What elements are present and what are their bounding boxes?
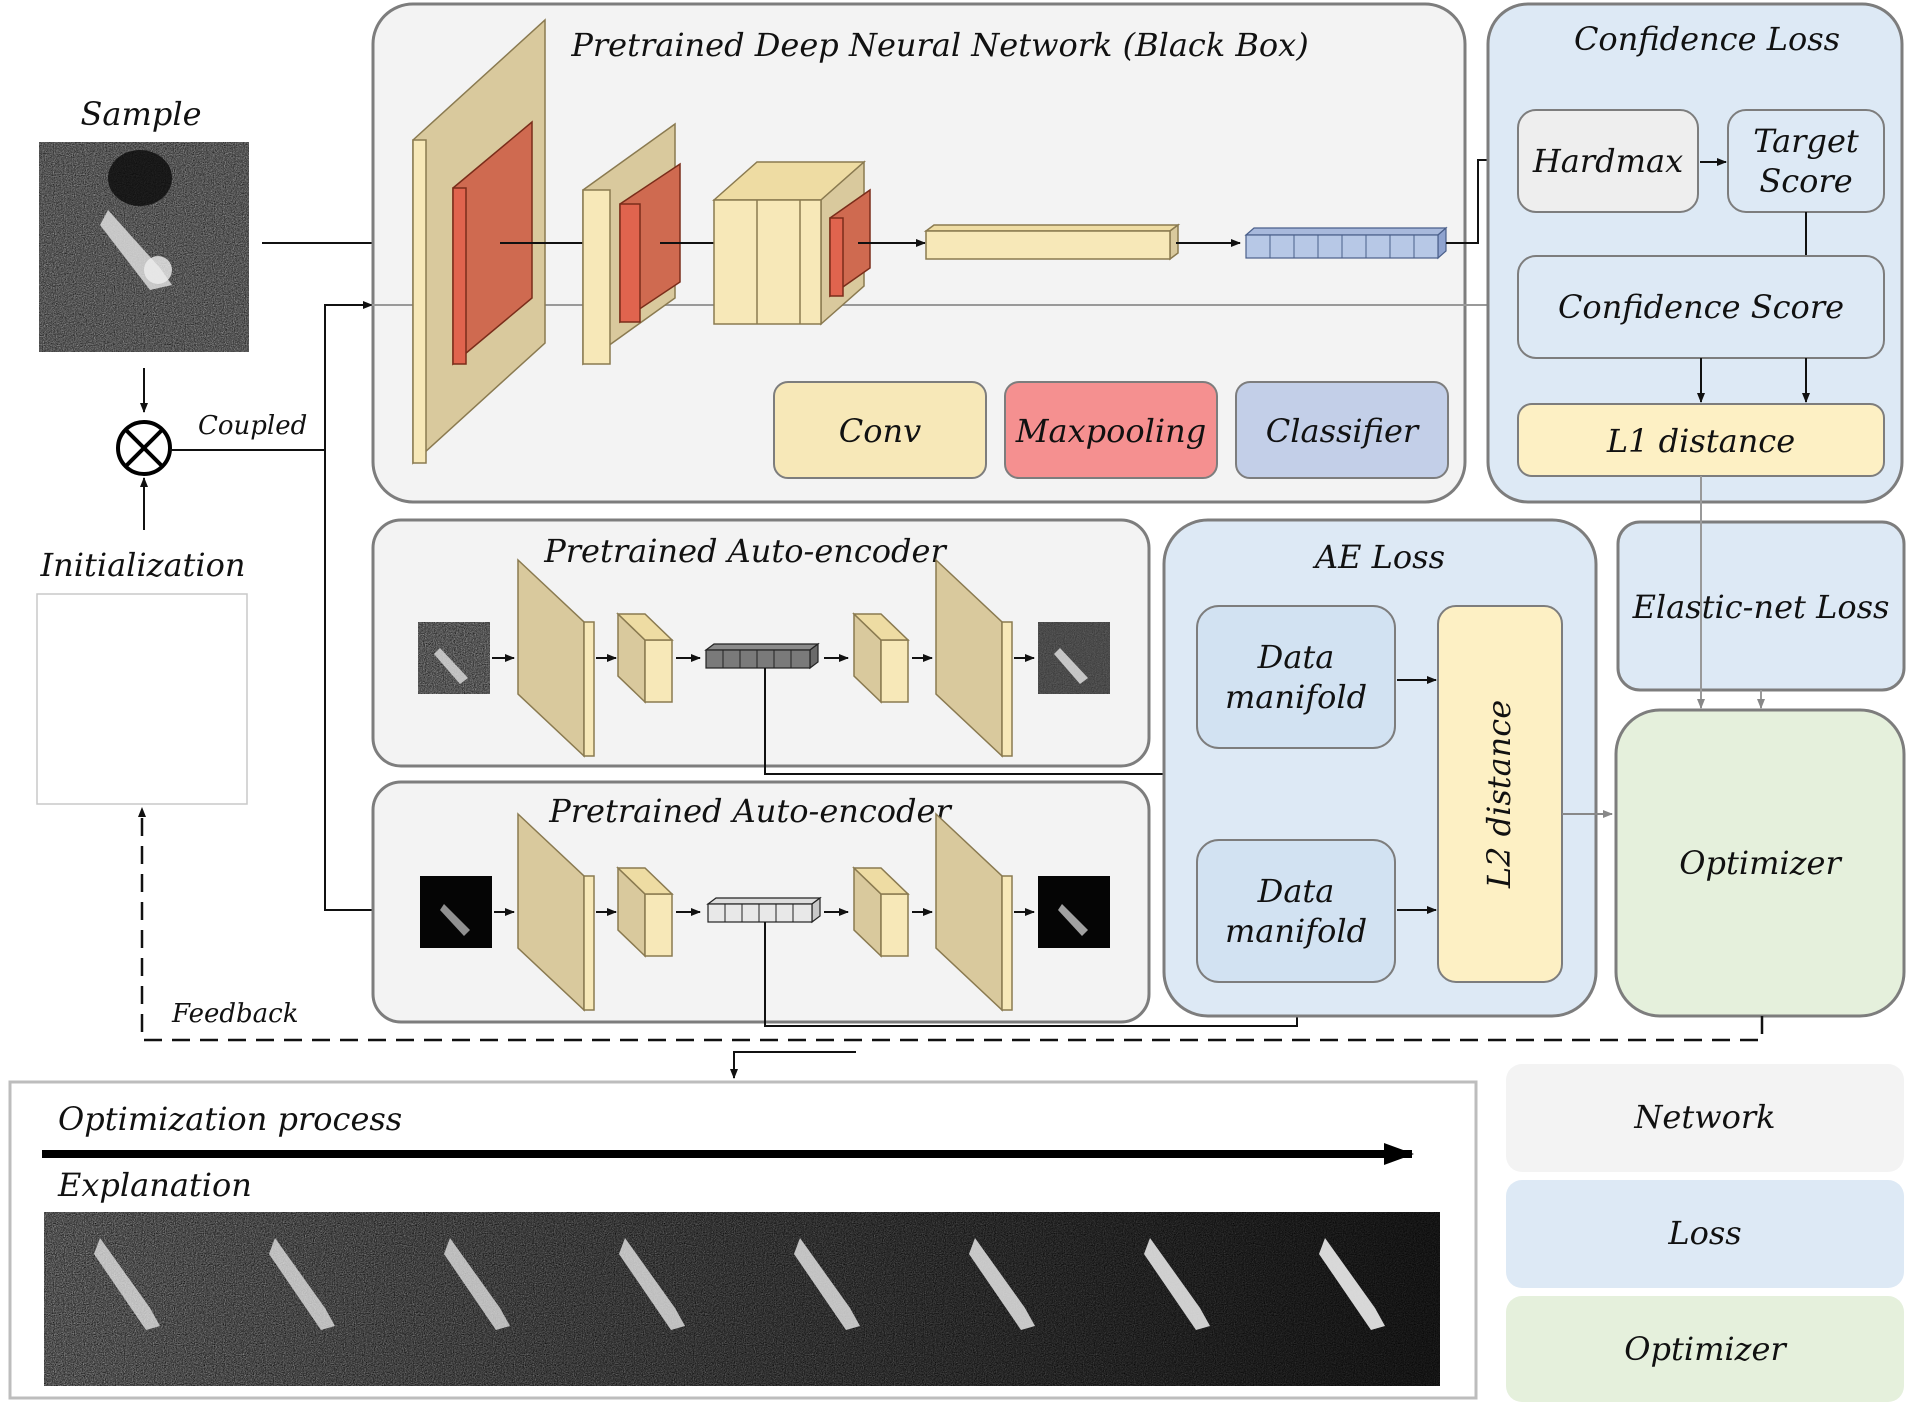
data-manifold-1-line1: Data [1257, 638, 1335, 676]
confidence-score-label: Confidence Score [1558, 288, 1844, 326]
target-score-line2: Score [1759, 162, 1852, 200]
ae2-latent-code [706, 896, 822, 924]
ae1-decoder-conv-1 [852, 612, 910, 704]
hardmax-box [1517, 109, 1699, 213]
data-manifold-box-1 [1196, 605, 1396, 749]
ae-loss-title: AE Loss [1312, 538, 1445, 576]
optimization-process-label: Optimization process [58, 1100, 402, 1138]
data-manifold-box-2 [1196, 839, 1396, 983]
feedback-label: Feedback [171, 999, 299, 1029]
ae2-decoder-conv-1 [852, 866, 910, 958]
data-manifold-2-line1: Data [1257, 872, 1335, 910]
initialization-image [36, 593, 248, 805]
classifier-layer [1244, 226, 1448, 260]
maxpool-layer-2 [619, 162, 681, 324]
legend-conv [773, 381, 987, 479]
ae1-input-image [418, 622, 490, 694]
legend-classifier-label: Classifier [1266, 412, 1420, 450]
autoencoder-1-title: Pretrained Auto-encoder [543, 532, 947, 570]
l2-distance-box [1437, 605, 1563, 983]
maxpool-layer-3 [829, 188, 871, 298]
coupled-label: Coupled [198, 411, 307, 441]
data-manifold-2-line2: manifold [1225, 912, 1367, 950]
hardmax-label: Hardmax [1532, 142, 1683, 180]
legend-loss-label: Loss [1667, 1214, 1741, 1252]
sample-image [39, 142, 249, 352]
l2-distance-label: L2 distance [1480, 700, 1518, 889]
autoencoder-2-title: Pretrained Auto-encoder [548, 792, 952, 830]
feedback-arrow [138, 807, 1764, 1042]
target-score-line1: Target [1753, 122, 1859, 160]
data-manifold-1-line2: manifold [1225, 678, 1367, 716]
legend-network-label: Network [1633, 1098, 1775, 1136]
legend-conv-label: Conv [839, 412, 921, 450]
ae1-encoder-conv-2 [616, 612, 674, 704]
legend-network [1506, 1064, 1904, 1172]
confidence-loss-title: Confidence Loss [1574, 20, 1840, 58]
process-entry-arrow [730, 1051, 856, 1079]
explanation-strip [44, 1212, 1440, 1386]
ae2-decoder-conv-2 [935, 812, 1013, 1012]
initialization-label: Initialization [39, 546, 245, 584]
optimizer-label: Optimizer [1679, 844, 1842, 882]
legend-classifier [1235, 381, 1449, 479]
ae1-decoder-conv-2 [935, 558, 1013, 758]
legend-optimizer [1506, 1296, 1904, 1402]
legend-optimizer-label: Optimizer [1624, 1330, 1787, 1368]
ae1-encoder-conv-1 [517, 558, 595, 758]
legend-maxpooling [1004, 381, 1218, 479]
ae2-encoder-conv-1 [517, 812, 595, 1012]
ae2-input-image [420, 876, 492, 948]
ae1-output-image [1038, 622, 1110, 694]
dnn-title: Pretrained Deep Neural Network (Black Bo… [570, 26, 1308, 64]
coupled-to-dnn-arrow [170, 301, 373, 451]
ae2-output-image [1038, 876, 1110, 948]
optimizer-box [1614, 708, 1906, 1018]
fully-connected-layer [923, 223, 1181, 261]
explanation-label: Explanation [57, 1166, 252, 1204]
legend-maxpooling-label: Maxpooling [1015, 412, 1206, 450]
legend-loss [1506, 1180, 1904, 1288]
coupling-operator [116, 420, 172, 476]
maxpool-layer-1 [452, 120, 533, 366]
dnn-panel [371, 2, 1467, 504]
ae1-latent-code [704, 642, 820, 670]
l1-distance-label: L1 distance [1606, 422, 1795, 460]
elastic-net-loss-label: Elastic-net Loss [1632, 588, 1890, 626]
sample-label: Sample [81, 95, 202, 133]
ae2-encoder-conv-2 [616, 866, 674, 958]
